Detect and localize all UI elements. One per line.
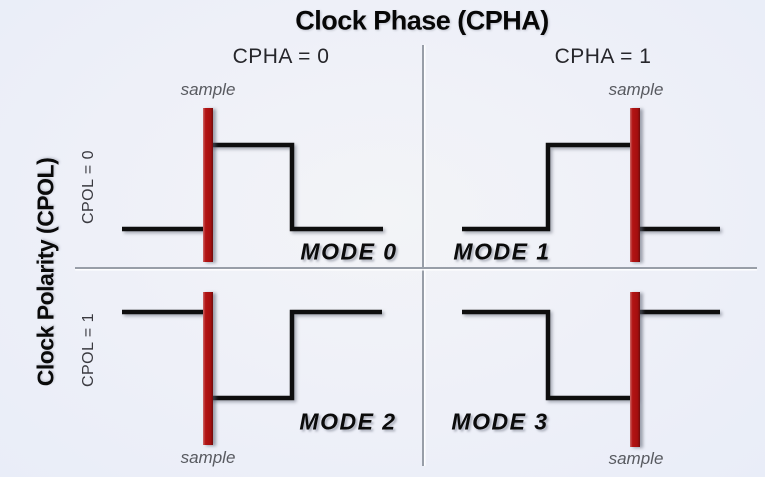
row-header-cpol-1: CPOL = 1 xyxy=(80,312,97,388)
clock-waveform-mode-1 xyxy=(462,142,720,232)
horizontal-divider xyxy=(75,267,757,269)
sample-bar-mode-1 xyxy=(630,108,640,262)
sample-bar-mode-3 xyxy=(630,292,640,447)
column-header-cpha-1: CPHA = 1 xyxy=(554,45,652,68)
mode-1-label: MODE 1 xyxy=(453,238,551,265)
sample-label-mode-2: sample xyxy=(180,448,236,467)
row-header-cpol-0: CPOL = 0 xyxy=(80,149,97,225)
sample-bar-mode-0 xyxy=(203,108,213,262)
clock-waveform-mode-3 xyxy=(462,309,720,401)
mode-3-label: MODE 3 xyxy=(451,408,549,435)
sample-label-mode-3: sample xyxy=(608,449,664,468)
mode-2-label: MODE 2 xyxy=(299,408,397,435)
mode-0-label: MODE 0 xyxy=(300,238,398,265)
column-header-cpha-0: CPHA = 0 xyxy=(232,45,330,68)
vertical-divider xyxy=(422,45,424,466)
clock-waveform-mode-2 xyxy=(122,309,382,401)
row-axis-title: Clock Polarity (CPOL) xyxy=(32,157,59,387)
sample-bar-mode-2 xyxy=(203,292,213,445)
clock-waveform-mode-0 xyxy=(122,142,383,232)
sample-label-mode-0: sample xyxy=(180,80,236,99)
sample-label-mode-1: sample xyxy=(608,80,664,99)
page-title: Clock Phase (CPHA) xyxy=(295,5,549,36)
